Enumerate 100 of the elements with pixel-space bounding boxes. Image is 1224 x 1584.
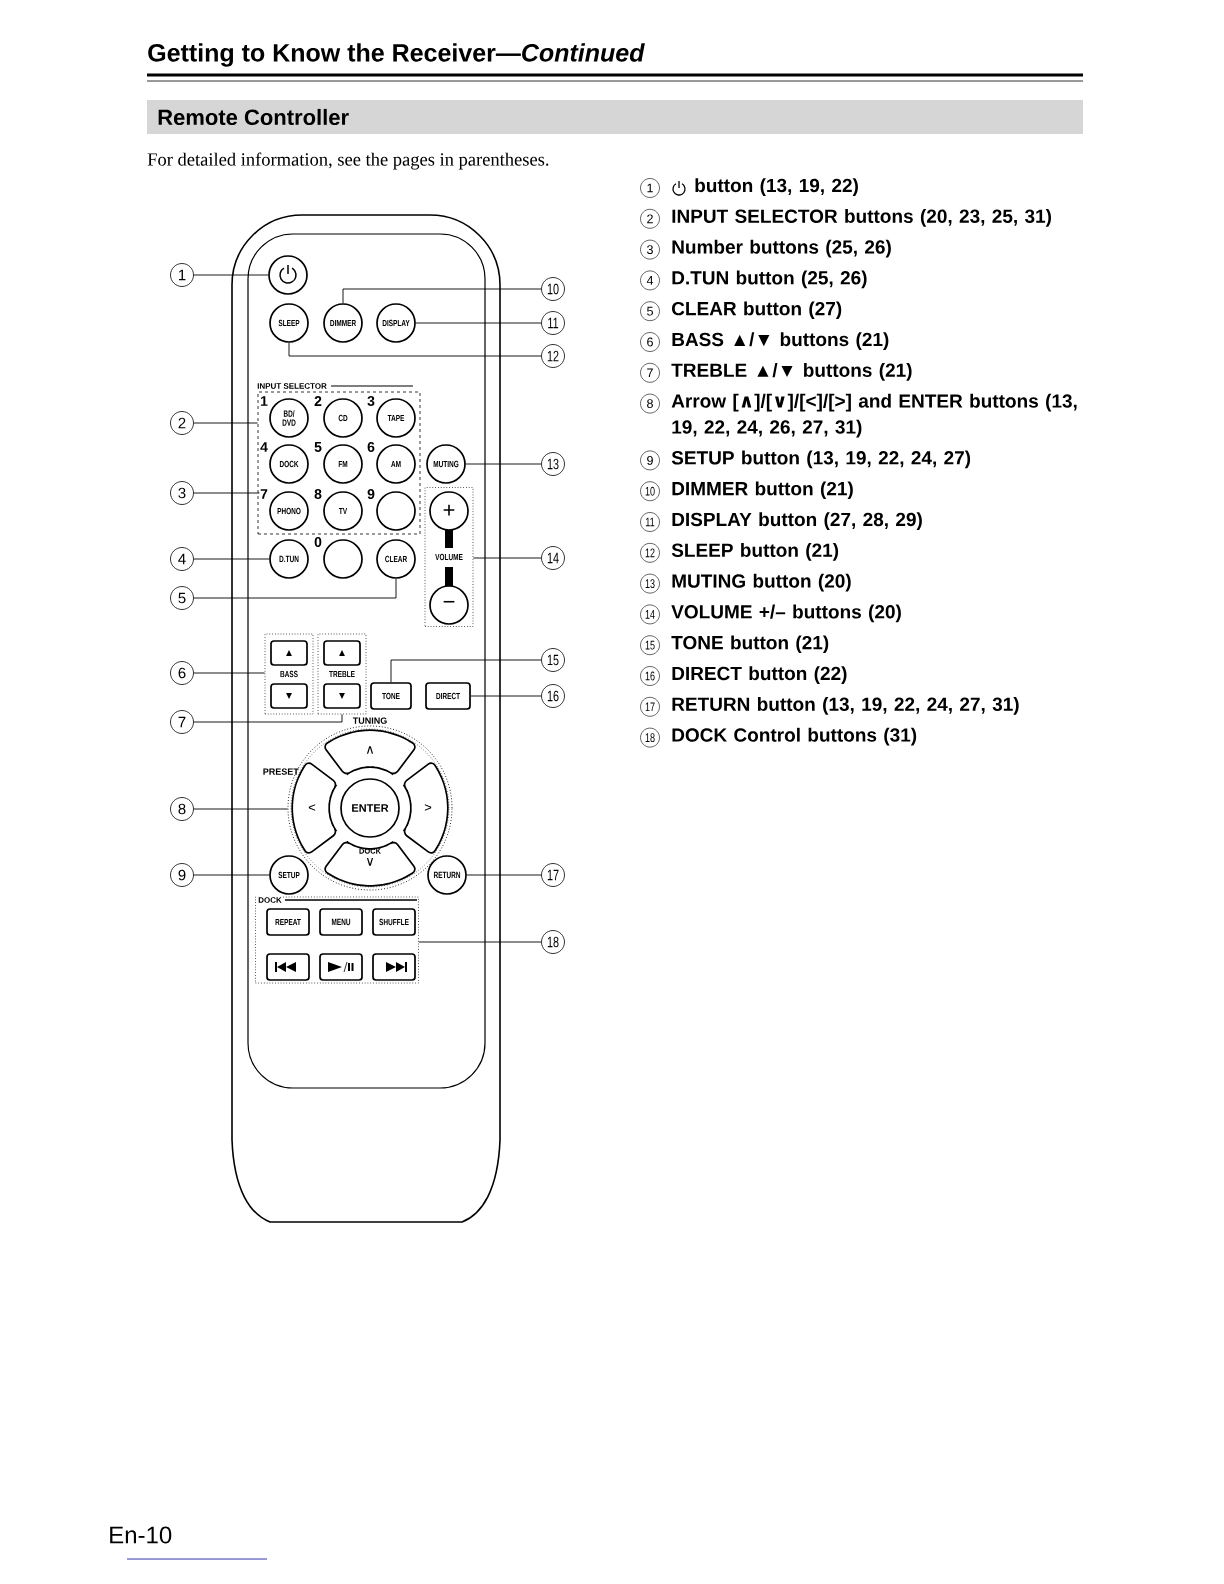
key-number: 4 bbox=[260, 442, 268, 452]
list-item: TREBLE ▲/▼ buttons (21) bbox=[671, 363, 912, 381]
round-button: D.TUN bbox=[269, 539, 309, 579]
callout-number: 17 bbox=[541, 863, 565, 887]
key-button: ▼ bbox=[323, 683, 361, 709]
enter-button: ENTER bbox=[340, 778, 400, 838]
list-item: BASS ▲/▼ buttons (21) bbox=[672, 332, 889, 350]
callout-number: 18 bbox=[541, 930, 565, 954]
callout-number: 7 bbox=[170, 710, 194, 734]
leader-line bbox=[465, 463, 542, 465]
key-button: MENU bbox=[319, 908, 363, 936]
list-number: 5 bbox=[640, 301, 660, 321]
leader-line bbox=[472, 557, 542, 559]
list-number: 18 bbox=[640, 727, 660, 748]
leader-line bbox=[193, 672, 266, 674]
intro-text: For detailed information, see the pages in parentheses. bbox=[147, 152, 549, 170]
callout-number: 5 bbox=[170, 586, 194, 610]
list-item: RETURN button (13, 19, 22, 24, 27, 31) bbox=[672, 697, 1019, 715]
leader-line bbox=[418, 941, 542, 943]
leader-line bbox=[193, 713, 343, 723]
list-number: 2 bbox=[640, 209, 660, 229]
callout-number: 2 bbox=[170, 411, 194, 435]
list-number: 15 bbox=[640, 635, 660, 655]
key-number: 7 bbox=[260, 489, 268, 499]
key-button: SHUFFLE bbox=[372, 908, 416, 936]
key-number: 8 bbox=[314, 489, 322, 499]
key-number: 1 bbox=[261, 396, 268, 406]
leader-line bbox=[193, 874, 270, 876]
callout-number: 12 bbox=[541, 344, 565, 368]
callout-number: 9 bbox=[170, 863, 194, 887]
key-number: 0 bbox=[314, 537, 322, 547]
list-number: 11 bbox=[640, 512, 660, 532]
round-button: AM bbox=[376, 444, 416, 484]
callout-number: 14 bbox=[541, 546, 565, 570]
list-number: 16 bbox=[640, 666, 660, 686]
round-button: DOCK bbox=[269, 444, 309, 484]
round-button: TAPE bbox=[376, 398, 416, 438]
key-number: 2 bbox=[314, 396, 322, 406]
round-button: RETURN bbox=[427, 855, 467, 895]
list-number: 17 bbox=[640, 697, 660, 717]
page-title: Getting to Know the Receiver—Continued bbox=[148, 43, 645, 67]
leader-line bbox=[342, 288, 542, 304]
list-number: 12 bbox=[640, 543, 660, 563]
list-number: 9 bbox=[640, 450, 660, 471]
list-item: SLEEP button (21) bbox=[671, 543, 839, 561]
callout-number: 16 bbox=[541, 684, 565, 708]
key-button: ▼ bbox=[270, 683, 308, 709]
key-button: ▲ bbox=[323, 640, 361, 666]
key-number: 6 bbox=[367, 442, 375, 452]
leader-line bbox=[193, 578, 397, 599]
list-item: MUTING button (20) bbox=[672, 573, 851, 592]
leader-line bbox=[193, 422, 259, 424]
node-label: INPUT SELECTOR bbox=[257, 383, 327, 389]
leader-line bbox=[193, 274, 269, 276]
list-item: Number buttons (25, 26) bbox=[672, 239, 891, 258]
list-item: TONE button (21) bbox=[671, 635, 829, 654]
callout-number: 4 bbox=[170, 547, 194, 571]
list-item: DIRECT button (22) bbox=[672, 666, 847, 684]
list-item: INPUT SELECTOR buttons (20, 23, 25, 31) bbox=[672, 209, 1051, 227]
leader-line bbox=[288, 342, 542, 357]
list-item: DIMMER button (21) bbox=[672, 481, 853, 500]
round-button: PHONO bbox=[269, 491, 309, 531]
list-item: Arrow [∧]/[∨]/[<]/[>] and ENTER buttons (13, 19, 22, 24, 26, 27, 31) bbox=[671, 393, 1077, 438]
callout-number: 3 bbox=[170, 481, 194, 505]
list-number: 3 bbox=[640, 239, 660, 260]
heading-band: Remote Controller bbox=[147, 100, 1083, 134]
key-button: REPEAT bbox=[266, 908, 310, 936]
round-button: FM bbox=[323, 444, 363, 484]
list-number: 1 bbox=[640, 178, 660, 198]
round-button: TV bbox=[323, 491, 363, 531]
callout-number: 11 bbox=[541, 311, 565, 335]
callout-number: 10 bbox=[541, 277, 565, 301]
leader-line bbox=[390, 659, 542, 683]
arrow-key: ∧ bbox=[324, 729, 416, 776]
round-button: DISPLAY bbox=[376, 303, 416, 343]
key-button: DIRECT bbox=[425, 682, 471, 710]
key-number: 9 bbox=[367, 489, 375, 499]
callout-number: 13 bbox=[541, 452, 565, 476]
round-button: SLEEP bbox=[269, 303, 309, 343]
list-item: DOCK Control buttons (31) bbox=[672, 727, 917, 746]
list-number: 7 bbox=[640, 363, 660, 383]
round-button: DIMMER bbox=[323, 303, 363, 343]
list-number: 13 bbox=[640, 573, 660, 594]
callout-number: 6 bbox=[170, 661, 194, 685]
callout-number: 1 bbox=[170, 263, 194, 287]
list-number: 14 bbox=[640, 604, 660, 625]
arrow-key: > bbox=[402, 762, 449, 854]
list-item: VOLUME +/– buttons (20) bbox=[671, 604, 901, 623]
key-number: 5 bbox=[314, 442, 322, 452]
leader-line bbox=[470, 695, 542, 697]
list-item: button (13, 19, 22) bbox=[695, 178, 858, 196]
round-button: SETUP bbox=[269, 855, 309, 895]
list-item: D.TUN button (25, 26) bbox=[672, 270, 867, 289]
key-button: ▲ bbox=[270, 640, 308, 666]
list-item: DISPLAY button (27, 28, 29) bbox=[672, 512, 922, 530]
key-number: 3 bbox=[367, 396, 375, 406]
list-item: CLEAR button (27) bbox=[672, 301, 842, 320]
leader-line bbox=[193, 558, 270, 560]
list-number: 8 bbox=[640, 393, 660, 414]
round-button: CD bbox=[323, 398, 363, 438]
